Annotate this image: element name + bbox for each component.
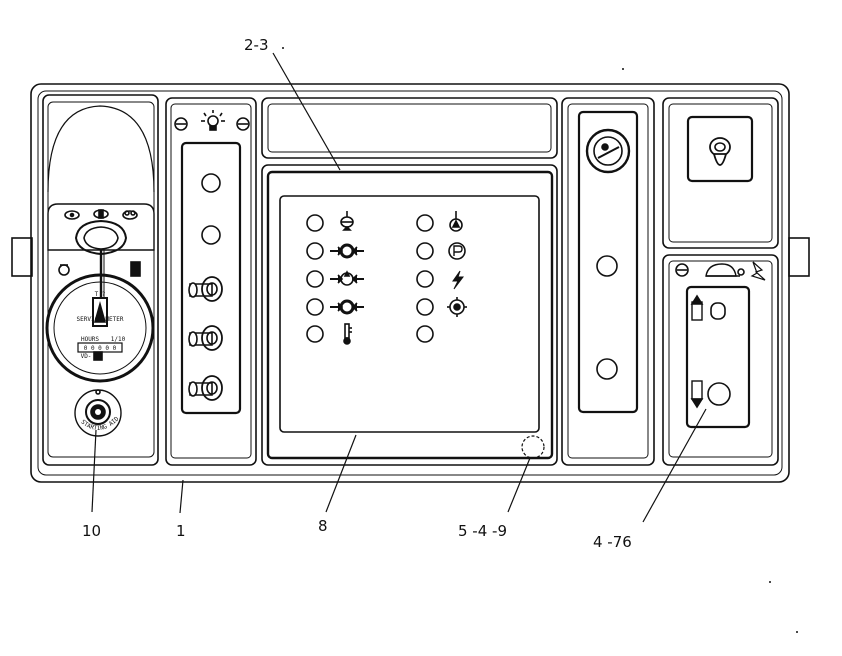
starting-aid-key-switch[interactable]: STARTING AID [74, 389, 122, 437]
parking-brake-icon [448, 242, 466, 260]
meter-section: T ? SERVICE METER HOURS 1/10 0 0 0 0 0 V… [42, 94, 159, 466]
meter-counter: 0 0 0 0 0 [84, 345, 117, 352]
battery-icon [130, 261, 141, 277]
callout-8: 8 [318, 517, 328, 535]
switch-indicator-1 [201, 173, 221, 193]
lamp-icon [201, 110, 225, 131]
warning-lamp-section [261, 97, 558, 466]
toggle-switch-1[interactable] [188, 276, 223, 302]
gauge-indicator-2 [596, 358, 618, 380]
switch-section [165, 97, 257, 466]
minus-icon-right [236, 117, 250, 131]
meter-top-text: T ? [95, 291, 106, 298]
meter-hours-text: HOURS [81, 336, 99, 343]
meter-knob [74, 219, 128, 298]
callout-1: 1 [176, 522, 186, 540]
service-meter: T ? SERVICE METER HOURS 1/10 0 0 0 0 0 V… [45, 273, 155, 383]
warning-lamp-8 [416, 270, 434, 288]
rabbit-icon [750, 261, 766, 281]
gear-icon [122, 210, 138, 220]
warning-lamp-7 [416, 242, 434, 260]
rocker-light-switch[interactable] [709, 137, 731, 166]
fuel-icon [449, 211, 463, 232]
hydraulic-pressure-icon [330, 299, 364, 315]
switch-indicator-2 [201, 225, 221, 245]
turtle-icon [705, 263, 745, 277]
speck-marks [282, 47, 798, 633]
throttle-section [662, 254, 779, 466]
callout-2-3: 2-3 [244, 36, 269, 54]
meter-model-text: VD- [81, 353, 92, 360]
warning-lamp-6 [416, 214, 434, 232]
filter-icon [93, 209, 109, 219]
charging-icon [452, 270, 464, 290]
fuel-gauge [585, 128, 631, 174]
increase-speed-switch[interactable] [690, 294, 726, 321]
gauge-section [561, 97, 655, 466]
fuel-pressure-icon [330, 270, 364, 286]
coolant-level-icon [340, 211, 354, 231]
meter-unit-text: 1/10 [111, 336, 126, 343]
left-mount-tab [11, 237, 33, 277]
callout-10: 10 [82, 522, 101, 540]
oil-pressure-icon [330, 243, 364, 259]
warning-lamp-5 [306, 325, 324, 343]
callout-5-4-9: 5 -4 -9 [458, 522, 507, 540]
temperature-icon [343, 323, 352, 345]
gauge-indicator-1 [596, 255, 618, 277]
warning-lamp-9 [416, 298, 434, 316]
warning-lamp-10 [416, 325, 434, 343]
test-button[interactable] [521, 435, 545, 459]
panel-housing [30, 83, 790, 483]
minus-icon-left [174, 117, 188, 131]
oil-icon [64, 210, 80, 220]
minus-icon-throttle [675, 263, 689, 277]
right-mount-tab [788, 237, 810, 277]
light-switch-section [662, 97, 779, 249]
engine-icon [447, 297, 467, 317]
warning-lamp-2 [306, 242, 324, 260]
callout-4-76: 4 -76 [593, 533, 632, 551]
toggle-switch-3[interactable] [188, 375, 223, 401]
warning-lamp-3 [306, 270, 324, 288]
warning-lamp-4 [306, 298, 324, 316]
warning-lamp-1 [306, 214, 324, 232]
meter-label: SERVICE METER [77, 316, 124, 323]
leader-lines [91, 52, 707, 523]
toggle-switch-2[interactable] [188, 325, 223, 351]
thermometer-icon [58, 264, 70, 276]
decrease-speed-switch[interactable] [690, 380, 731, 409]
